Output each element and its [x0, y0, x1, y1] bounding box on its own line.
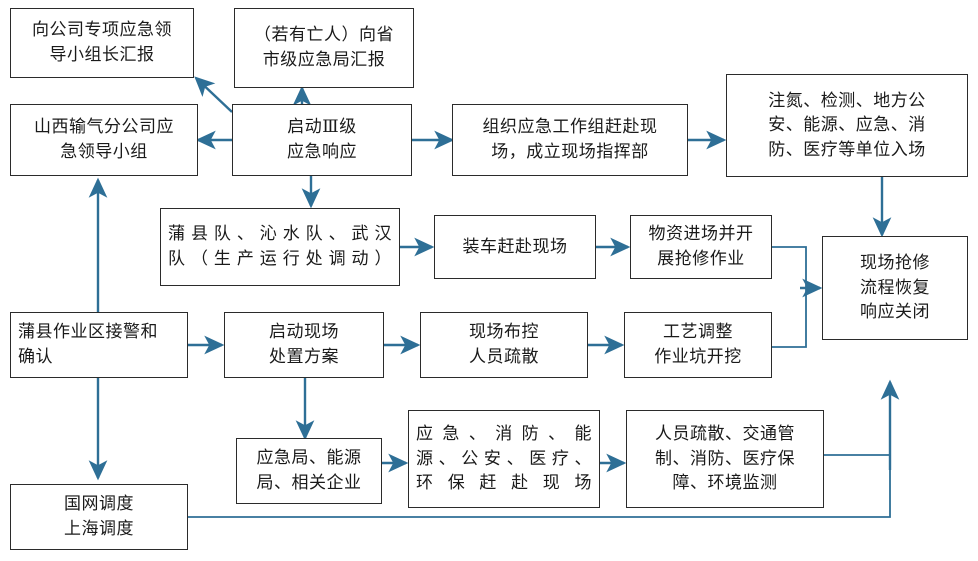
node-label: 山西输气分公司应急领导小组	[34, 117, 174, 161]
node-puxian-receive[interactable]: 蒲县作业区接警和确认	[10, 312, 188, 378]
node-label: 国网调度上海调度	[64, 494, 134, 538]
node-label: 蒲县队、沁水队、武汉队（生产运行处调动）	[168, 224, 392, 268]
node-start-level3[interactable]: 启动Ⅲ级应急响应	[232, 104, 412, 176]
node-grid-dispatch[interactable]: 国网调度上海调度	[10, 484, 188, 550]
node-label: 应急、消防、能源、公安、医疗、环保赶赴现场	[416, 424, 592, 493]
node-label: 组织应急工作组赶赴现场，成立现场指挥部	[482, 117, 658, 161]
node-evac-traffic-fire[interactable]: 人员疏散、交通管制、消防、医疗保障、环境监测	[626, 410, 824, 508]
edge-process-join	[772, 288, 807, 348]
edge-griddispatch-bottom-loop	[188, 455, 891, 518]
node-label: 应急局、能源局、相关企业	[256, 448, 362, 492]
node-agencies-to-site[interactable]: 应急、消防、能源、公安、医疗、环保赶赴现场	[408, 410, 600, 508]
node-label: 启动现场处置方案	[269, 322, 339, 366]
edge-materials-join	[772, 246, 807, 288]
node-organize-workgroup[interactable]: 组织应急工作组赶赴现场，成立现场指挥部	[452, 104, 688, 176]
node-label: 人员疏散、交通管制、消防、医疗保障、环境监测	[655, 424, 795, 493]
node-emergency-bureau[interactable]: 应急局、能源局、相关企业	[236, 438, 382, 504]
node-start-site-plan[interactable]: 启动现场处置方案	[224, 312, 384, 378]
node-label: 物资进场并开展抢修作业	[648, 224, 754, 268]
node-label: 装车赶赴现场	[462, 236, 568, 256]
node-report-province-city[interactable]: （若有亡人）向省市级应急局汇报	[234, 8, 414, 88]
node-site-repair-close[interactable]: 现场抢修流程恢复响应关闭	[822, 236, 968, 340]
node-shanxi-branch-group[interactable]: 山西输气分公司应急领导小组	[10, 104, 198, 176]
node-label: 蒲县作业区接警和确认	[18, 322, 158, 366]
node-label: 现场布控人员疏散	[469, 322, 539, 366]
node-label: 现场抢修流程恢复响应关闭	[860, 253, 930, 322]
node-load-and-go[interactable]: 装车赶赴现场	[434, 215, 596, 279]
node-site-control-evac[interactable]: 现场布控人员疏散	[420, 312, 588, 378]
node-report-group-leader[interactable]: 向公司专项应急领导小组长汇报	[10, 8, 194, 78]
node-materials-repair[interactable]: 物资进场并开展抢修作业	[630, 215, 772, 279]
edge-start3-to-report-leader	[194, 76, 233, 113]
node-label: （若有亡人）向省市级应急局汇报	[254, 25, 394, 69]
node-teams-dispatch[interactable]: 蒲县队、沁水队、武汉队（生产运行处调动）	[160, 208, 400, 286]
node-label: 向公司专项应急领导小组长汇报	[32, 20, 172, 64]
node-label: 工艺调整作业坑开挖	[654, 322, 742, 366]
node-process-adjust-pit[interactable]: 工艺调整作业坑开挖	[624, 312, 772, 378]
node-label: 注氮、检测、地方公安、能源、应急、消防、医疗等单位入场	[768, 90, 926, 159]
node-nitrogen-units[interactable]: 注氮、检测、地方公安、能源、应急、消防、医疗等单位入场	[726, 74, 968, 177]
node-label: 启动Ⅲ级应急响应	[287, 117, 357, 161]
